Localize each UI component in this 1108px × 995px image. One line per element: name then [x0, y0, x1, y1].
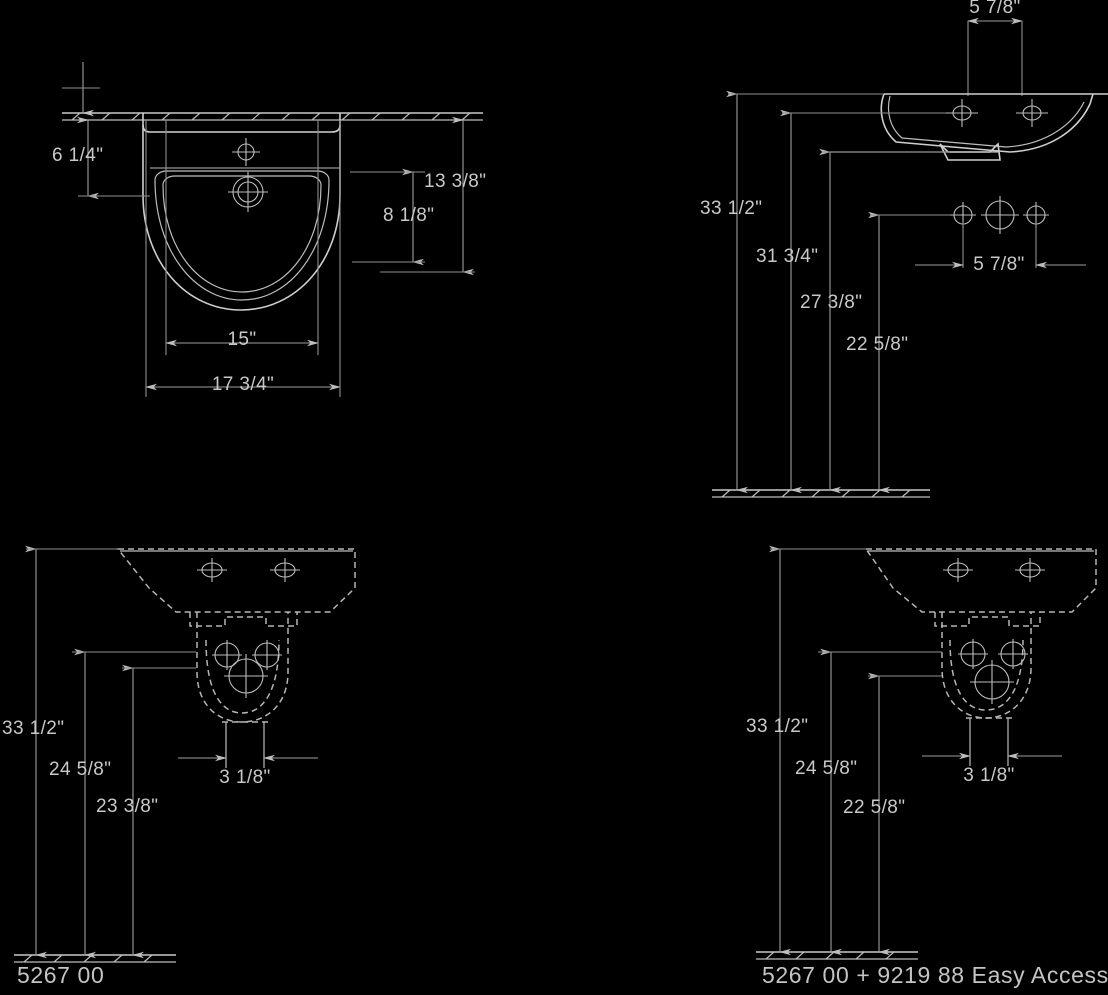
side-bowl-inner — [887, 95, 1085, 148]
dim-label: 6 1/4" — [52, 145, 103, 166]
plan-outer-body — [142, 125, 341, 311]
dim-label: 23 3/8" — [96, 796, 158, 817]
dim-fp-h-rim: 33 1/2" — [2, 545, 118, 959]
fp-pedestal-outline — [196, 612, 289, 723]
drain-icon — [224, 654, 268, 698]
dim-fp-h-a: 24 5/8" — [49, 648, 196, 959]
dim-plan-depth-total: 13 3/8" — [380, 116, 486, 276]
dim-side-h-b: 27 3/8" — [800, 148, 950, 494]
dim-label: 24 5/8" — [49, 759, 111, 780]
faucet-hole-icon — [946, 99, 978, 127]
floor-hatch-line — [712, 489, 930, 498]
dim-label: 24 5/8" — [795, 758, 857, 779]
dim-label: 31 3/4" — [756, 246, 818, 267]
faucet-hole-icon — [232, 138, 260, 166]
dim-label: 22 5/8" — [846, 334, 908, 355]
dim-label: 33 1/2" — [700, 198, 762, 219]
faucet-hole-icon — [1016, 99, 1048, 127]
dim-side-h-c: 22 5/8" — [846, 211, 950, 494]
fe-basin-outline — [864, 548, 1097, 613]
dim-side-h-rim: 33 1/2" — [700, 90, 884, 494]
dim-side-hole-gap: 5 7/8" — [915, 254, 1086, 275]
plan-outer-rim-top — [142, 113, 341, 133]
drain-icon — [228, 172, 268, 212]
dim-label: 13 3/8" — [424, 171, 486, 192]
dim-label: 5 7/8" — [969, 0, 1020, 18]
faucet-hole-icon — [252, 640, 282, 670]
dim-plan-depth-back: 6 1/4" — [52, 116, 150, 200]
dim-plan-width-total: 17 3/4" — [144, 120, 342, 397]
dim-fe-foot-w: 3 1/8" — [922, 752, 1062, 786]
fe-bracket — [934, 612, 1041, 627]
faucet-hole-icon — [197, 558, 227, 582]
view-plan: 6 1/4" 13 3/8" 8 1/8" 15" 17 3/4" — [52, 62, 486, 397]
dim-label: 17 3/4" — [212, 374, 274, 395]
fp-bracket — [189, 612, 298, 627]
fe-supply-cluster — [958, 639, 1028, 704]
view-front-pedestal: 33 1/2" 24 5/8" 23 3/8" 3 1/8" 5267 00 — [2, 545, 356, 988]
dim-label: 3 1/8" — [963, 765, 1014, 786]
dim-label: 22 5/8" — [843, 797, 905, 818]
side-bowl-profile — [880, 93, 1094, 153]
plan-bowl-edge — [154, 170, 330, 301]
faucet-hole-icon — [212, 640, 242, 670]
dim-label: 33 1/2" — [2, 718, 64, 739]
floor-hatch-line — [756, 951, 918, 960]
faucet-hole-icon — [998, 639, 1028, 669]
wall-hatch-line — [62, 112, 483, 121]
plan-inner-bowl — [162, 175, 322, 293]
dim-fp-foot-w: 3 1/8" — [178, 754, 318, 788]
drain-icon — [970, 660, 1014, 704]
dim-label: 5 7/8" — [973, 254, 1024, 275]
faucet-hole-icon — [943, 558, 973, 582]
dim-side-top-gap: 5 7/8" — [966, 0, 1024, 96]
plan-wall-leader — [62, 62, 100, 117]
fp-pedestal-inner — [205, 639, 280, 714]
dim-label: 33 1/2" — [746, 716, 808, 737]
view-side: 5 7/8" — [700, 0, 1108, 498]
dim-label: 3 1/8" — [219, 767, 270, 788]
dim-side-h-a: 31 3/4" — [756, 109, 946, 494]
dim-plan-width-bowl: 15" — [164, 120, 320, 355]
dim-label: 15" — [227, 329, 256, 350]
faucet-hole-icon — [1015, 558, 1045, 582]
dim-fe-h-b: 22 5/8" — [843, 672, 942, 956]
faucet-hole-icon — [958, 639, 988, 669]
fp-supply-cluster — [212, 640, 282, 698]
floor-hatch-line — [14, 954, 176, 963]
dim-fp-h-b: 23 3/8" — [96, 664, 196, 959]
dim-fe-h-a: 24 5/8" — [795, 648, 942, 956]
view-caption: 5267 00 + 9219 88 Easy Access — [762, 962, 1108, 988]
dim-fe-h-rim: 33 1/2" — [746, 545, 866, 956]
view-front-easy-access: 33 1/2" 24 5/8" 22 5/8" 3 1/8" 5267 00 +… — [746, 545, 1108, 988]
faucet-hole-icon — [270, 558, 300, 582]
fp-basin-outline — [116, 548, 356, 613]
dim-label: 8 1/8" — [383, 205, 434, 226]
dim-plan-depth-bowl: 8 1/8" — [350, 168, 434, 266]
drain-icon — [981, 196, 1019, 234]
view-caption: 5267 00 — [17, 962, 104, 988]
dim-label: 27 3/8" — [800, 292, 862, 313]
